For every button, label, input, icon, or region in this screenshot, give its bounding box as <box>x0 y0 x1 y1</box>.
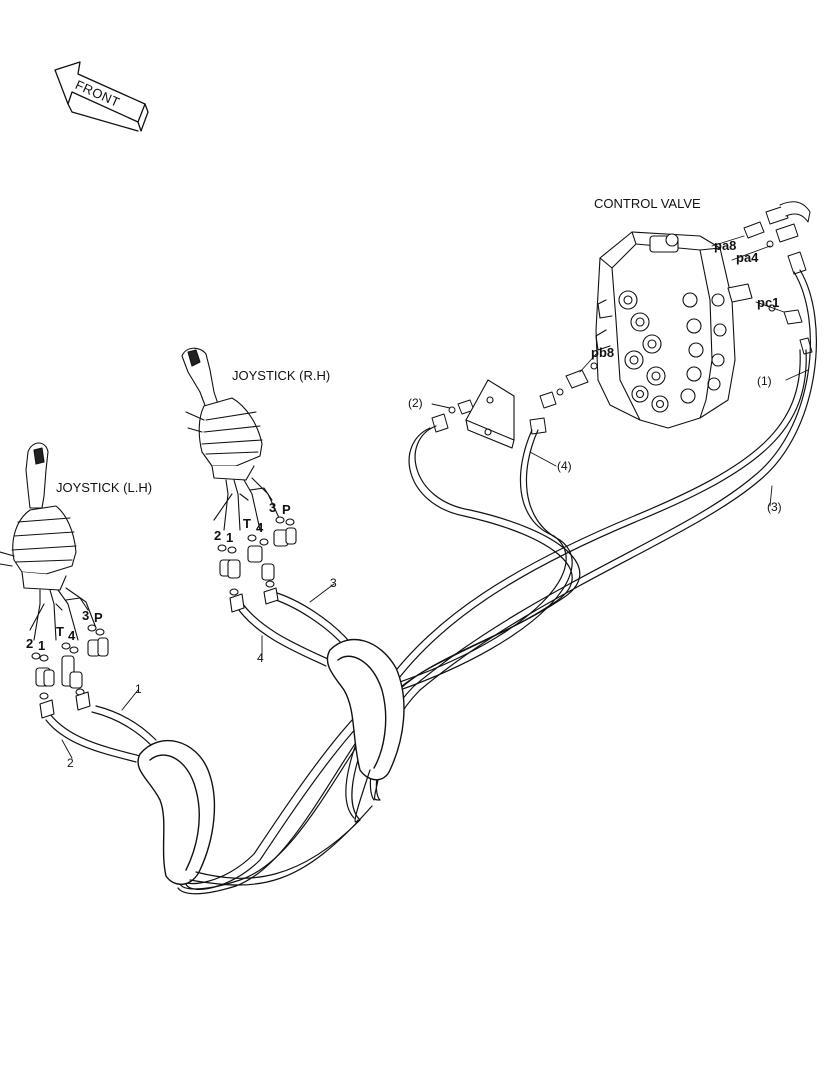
rh-pin-T: T <box>243 516 251 531</box>
hose-callout-2: (2) <box>408 396 423 410</box>
joystick-hose-callout-4: 4 <box>257 651 264 665</box>
valve-fittings <box>431 201 813 435</box>
joystick-rh-title: JOYSTICK (R.H) <box>232 368 331 383</box>
port-label-pa4: pa4 <box>736 250 759 265</box>
joystick-hose-callout-1: 1 <box>135 682 142 696</box>
joystick-lh-title: JOYSTICK (L.H) <box>56 480 153 495</box>
hose-callout-4: (4) <box>557 459 572 473</box>
lh-pin-3: 3 <box>82 608 90 623</box>
port-label-pc1: pc1 <box>757 295 780 310</box>
hose-crossings <box>189 769 381 886</box>
control-valve-title: CONTROL VALVE <box>594 196 701 211</box>
hose-callout-1: (1) <box>757 374 772 388</box>
lh-pin-4: 4 <box>68 628 76 643</box>
control-valve-body <box>595 231 753 429</box>
rh-pin-3: 3 <box>269 500 277 515</box>
joystick-lh <box>0 442 109 719</box>
rh-pin-4: 4 <box>256 520 264 535</box>
joystick-rh <box>181 347 297 613</box>
front-arrow-icon <box>54 61 149 132</box>
protective-sleeve <box>137 638 405 885</box>
lh-pin-T: T <box>56 624 64 639</box>
rh-pin-P: P <box>282 502 291 517</box>
port-label-pb8: pb8 <box>591 345 615 360</box>
lh-pin-2: 2 <box>26 636 34 651</box>
rh-pin-1: 1 <box>226 530 234 545</box>
port-label-pa8: pa8 <box>714 238 737 253</box>
mounting-bracket <box>465 379 515 449</box>
hose-callout-3: (3) <box>767 500 782 514</box>
lh-pin-1: 1 <box>38 638 46 653</box>
leader-lines <box>61 235 809 759</box>
rh-pin-2: 2 <box>214 528 222 543</box>
joystick-hose-callout-2: 2 <box>67 756 74 770</box>
joystick-hose-callout-3: 3 <box>330 576 337 590</box>
lh-pin-P: P <box>94 610 103 625</box>
